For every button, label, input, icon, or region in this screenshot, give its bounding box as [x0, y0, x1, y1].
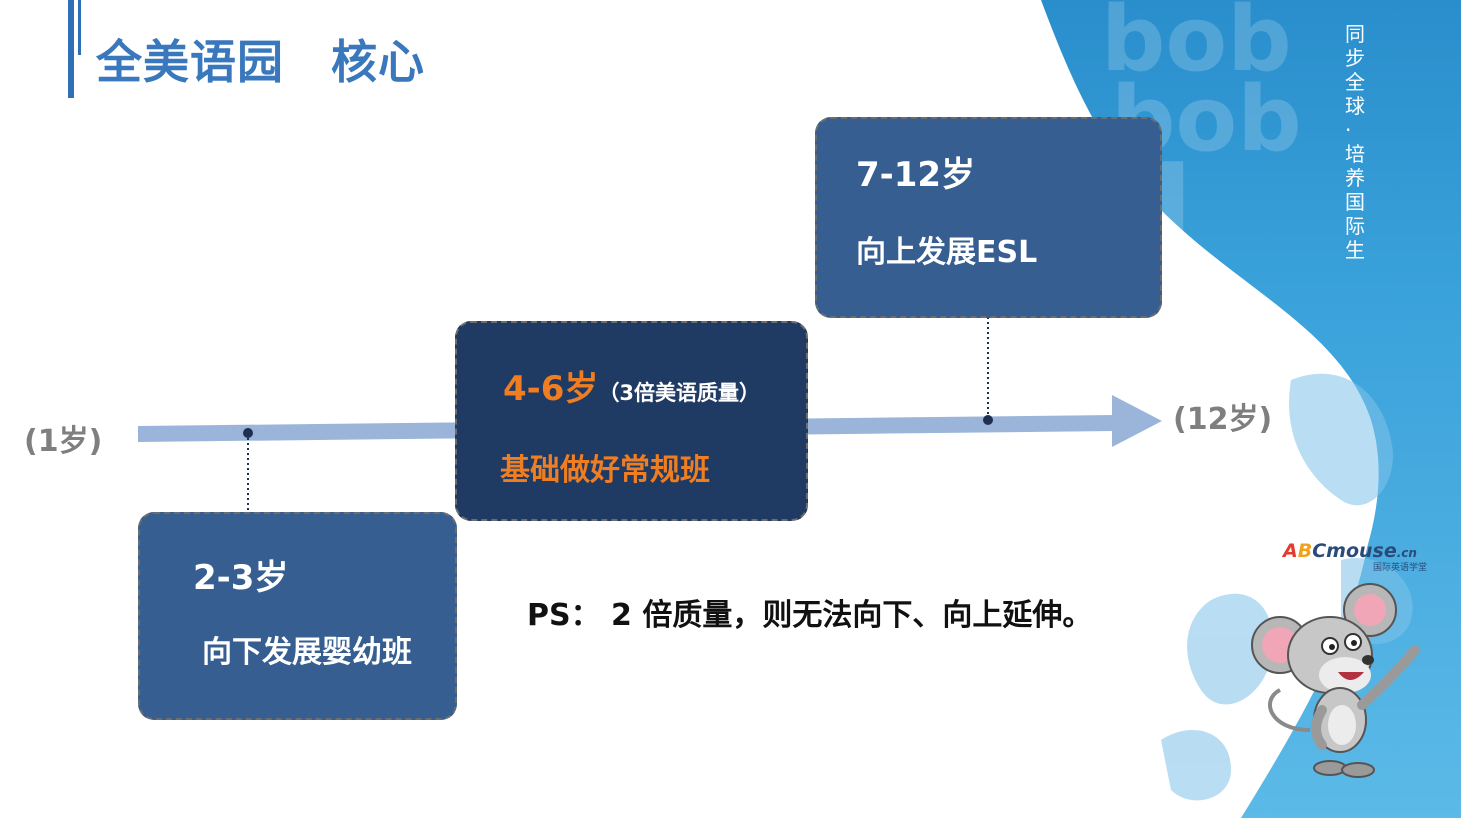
- slogan-char: 球: [1345, 94, 1365, 118]
- stage-age: 7-12岁: [856, 155, 976, 195]
- stage-box-core: 4-6岁（3倍美语质量） 基础做好常规班: [455, 321, 808, 521]
- slogan-char: 养: [1345, 166, 1365, 190]
- stage-description: 向下发展婴幼班: [202, 635, 412, 670]
- page-title: 全美语园 核心: [96, 35, 425, 89]
- ps-note: PS： 2 倍质量，则无法向下、向上延伸。: [527, 598, 1093, 633]
- slogan-char: ·: [1345, 118, 1352, 142]
- slogan-char: 同: [1345, 22, 1365, 46]
- slogan-char: 际: [1345, 214, 1365, 238]
- stage-description: 向上发展ESL: [856, 235, 1038, 270]
- abcmouse-logo: ABCmouse.cn 国际英语学堂: [1283, 540, 1433, 573]
- title-accent-bar: [68, 0, 74, 98]
- slogan-char: 步: [1345, 46, 1365, 70]
- slogan-char: 培: [1345, 142, 1365, 166]
- stage-box-infant: 2-3岁 向下发展婴幼班: [138, 512, 457, 720]
- slogan-char: 生: [1345, 238, 1365, 262]
- stage-description: 基础做好常规班: [500, 453, 710, 488]
- slogan-vertical-text: 同 步 全 球 · 培 养 国 际 生: [1345, 22, 1405, 262]
- connector-dot: [983, 415, 993, 425]
- stage-note: （3倍美语质量）: [598, 381, 761, 405]
- title-accent-bar-thin: [78, 0, 81, 55]
- slogan-char: 国: [1345, 190, 1365, 214]
- slogan-char: 全: [1345, 70, 1365, 94]
- svg-text:bob: bob: [1101, 0, 1292, 92]
- timeline-start-label: (1岁): [24, 424, 103, 459]
- stage-box-upper: 7-12岁 向上发展ESL: [815, 117, 1162, 318]
- stage-age: 4-6岁（3倍美语质量）: [503, 369, 761, 409]
- timeline-arrowhead: [1112, 395, 1162, 447]
- timeline-end-label: (12岁): [1173, 402, 1273, 437]
- stage-age: 2-3岁: [193, 558, 289, 598]
- logo-wordmark: ABCmouse.cn: [1283, 540, 1417, 562]
- connector-dot: [243, 428, 253, 438]
- mouse-mascot-icon: [1251, 583, 1420, 778]
- logo-subtitle: 国际英语学堂: [1373, 563, 1428, 573]
